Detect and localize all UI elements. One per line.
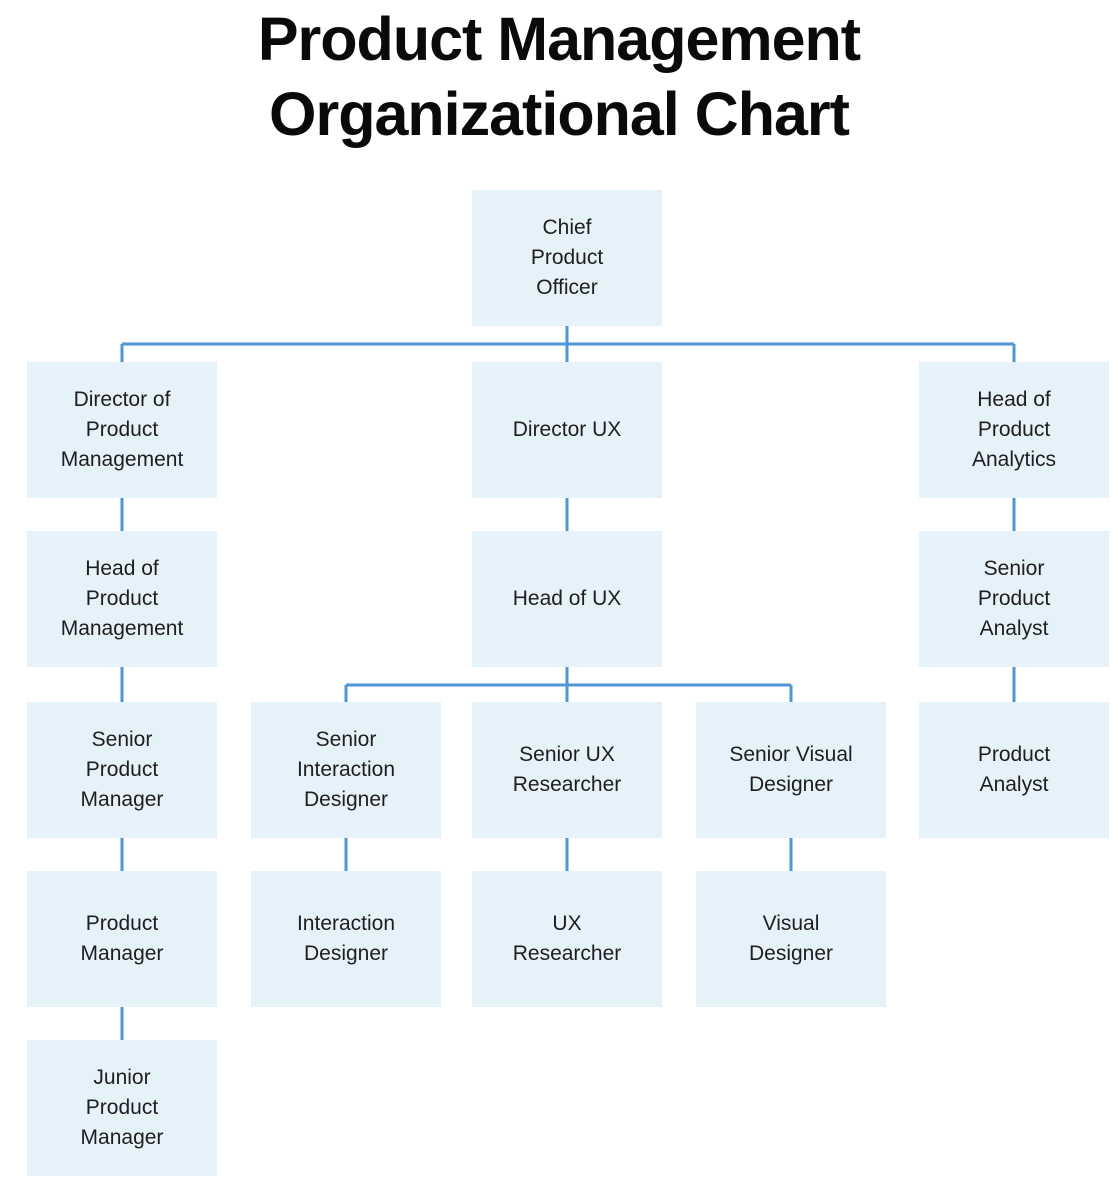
chart-title: Product Management Organizational Chart [0,2,1118,152]
org-node-head-of-ux: Head of UX [472,531,662,667]
org-node-director-ux: Director UX [472,362,662,498]
chart-title-line-1: Product Management [257,5,861,73]
org-node-label: Head of UX [512,587,622,610]
org-node-label: Director UX [512,418,622,441]
chart-title-line-2: Organizational Chart [269,80,850,148]
